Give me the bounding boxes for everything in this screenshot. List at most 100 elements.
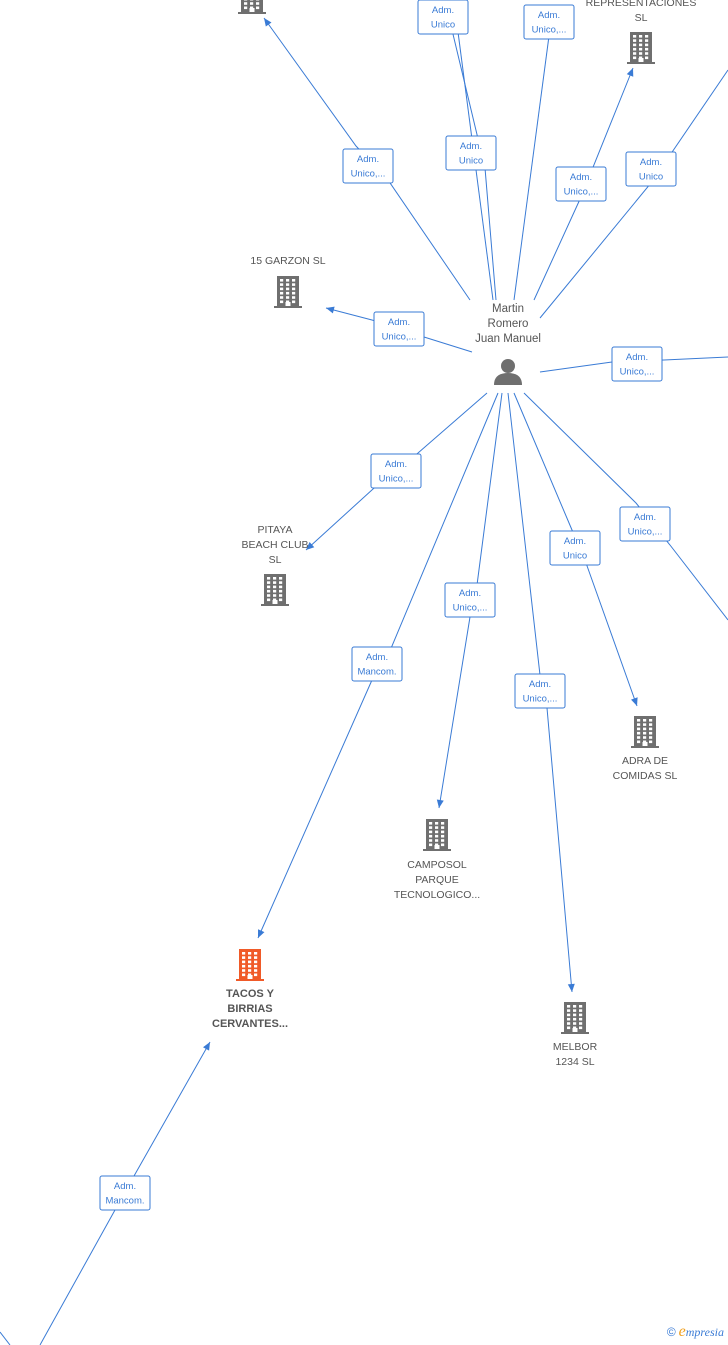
person-name-line: Martin (492, 303, 524, 315)
arrowhead-icon (326, 306, 335, 314)
relation-text: Adm. (460, 141, 482, 152)
relation-label[interactable]: Adm. Unico,... (611, 346, 663, 382)
building-icon (561, 1002, 589, 1034)
company-name-line: SL (635, 12, 648, 24)
relation-label[interactable]: Adm. Unico,... (523, 4, 575, 40)
brand-name: mpresia (685, 1325, 724, 1339)
arrowhead-icon (436, 799, 444, 808)
relation-label[interactable]: Adm. Mancom. (351, 646, 403, 682)
company-name-line: 1234 SL (555, 1056, 594, 1068)
company-node[interactable]: ADRA DE COMIDAS SL (613, 716, 678, 782)
relation-text: Adm. (564, 536, 586, 547)
footer-brand[interactable]: © empresia (667, 1323, 724, 1341)
relation-text: Adm. (388, 317, 410, 328)
relation-text: Unico,... (564, 187, 599, 198)
relation-label[interactable]: Adm. Unico,... (555, 166, 607, 202)
relation-text: Adm. (570, 172, 592, 183)
building-icon (627, 32, 655, 64)
company-name-line: CAMPOSOL (407, 859, 467, 871)
relation-label[interactable]: Adm. Unico (549, 530, 601, 566)
relation-label[interactable]: Adm. Unico (417, 0, 469, 35)
company-name-line: CERVANTES... (212, 1018, 288, 1030)
relation-text: Unico,... (523, 694, 558, 705)
building-icon (238, 0, 266, 14)
company-node[interactable]: PITAYA BEACH CLUB SL (241, 524, 309, 606)
relation-text: Adm. (357, 154, 379, 165)
arrowhead-icon (203, 1042, 210, 1051)
relation-text: Mancom. (357, 667, 396, 678)
relation-text: Unico (431, 20, 455, 31)
company-name-line: SL (269, 554, 282, 566)
relation-text: Unico,... (382, 332, 417, 343)
relation-text: Adm. (626, 352, 648, 363)
company-name-line: BEACH CLUB (241, 539, 308, 551)
company-node[interactable] (238, 0, 266, 14)
relation-text: Unico,... (379, 474, 414, 485)
company-name-line: REPRESENTACIONES (586, 0, 697, 9)
arrowhead-icon (567, 983, 575, 992)
company-node[interactable]: REPRESENTACIONES SL (586, 0, 697, 64)
companies: REPRESENTACIONES SL 15 GARZON SL PITAYA BEAC… (212, 0, 696, 1068)
relation-text: Unico,... (351, 169, 386, 180)
building-icon (261, 574, 289, 606)
company-name-line: COMIDAS SL (613, 770, 678, 782)
arrowhead-icon (264, 18, 272, 27)
building-icon (274, 276, 302, 308)
company-node[interactable]: TACOS Y BIRRIAS CERVANTES... (212, 949, 288, 1030)
relation-label[interactable]: Adm. Unico (445, 135, 497, 171)
relation-text: Unico (563, 551, 587, 562)
building-icon (423, 819, 451, 851)
relation-text: Adm. (538, 10, 560, 21)
relation-label[interactable]: Adm. Unico,... (514, 673, 566, 709)
company-node[interactable]: MELBOR 1234 SL (553, 1002, 598, 1068)
relation-text: Adm. (459, 588, 481, 599)
relation-label[interactable]: Adm. Unico,... (373, 311, 425, 347)
company-name-line: PITAYA (257, 524, 292, 536)
company-name-line: PARQUE (415, 874, 459, 886)
relation-text: Unico (639, 172, 663, 183)
relation-text: Unico,... (532, 25, 567, 36)
person-name-line: Romero (488, 318, 529, 330)
relation-text: Adm. (640, 157, 662, 168)
relation-text: Adm. (385, 459, 407, 470)
relation-text: Adm. (366, 652, 388, 663)
company-node[interactable]: 15 GARZON SL (250, 255, 326, 308)
relation-edge (513, 35, 550, 301)
relation-label[interactable]: Adm. Mancom. (99, 1175, 151, 1211)
company-name-line: 15 GARZON SL (250, 255, 325, 267)
arrowhead-icon (306, 542, 315, 550)
company-name-line: BIRRIAS (227, 1003, 272, 1015)
company-node[interactable]: CAMPOSOL PARQUE TECNOLOGICO... (394, 819, 480, 901)
relation-text: Unico,... (453, 603, 488, 614)
relation-text: Unico,... (628, 527, 663, 538)
relation-text: Adm. (529, 679, 551, 690)
building-icon (631, 716, 659, 748)
company-name-line: TACOS Y (226, 988, 275, 1000)
relation-text: Unico,... (620, 367, 655, 378)
relation-label[interactable]: Adm. Unico,... (619, 506, 671, 542)
person-name-line: Juan Manuel (475, 333, 541, 345)
relation-edge (0, 1331, 11, 1345)
relation-text: Adm. (114, 1181, 136, 1192)
brand-initial: e (678, 1323, 686, 1340)
person-icon (494, 359, 522, 385)
arrowhead-icon (631, 697, 638, 706)
arrowhead-icon (626, 68, 634, 77)
relation-label[interactable]: Adm. Unico,... (370, 453, 422, 489)
company-name-line: TECNOLOGICO... (394, 889, 480, 901)
company-name-line: MELBOR (553, 1041, 598, 1053)
relation-text: Mancom. (105, 1196, 144, 1207)
relation-text: Adm. (432, 5, 454, 16)
building-icon (236, 949, 264, 981)
arrowhead-icon (258, 929, 265, 938)
relation-text: Unico (459, 156, 483, 167)
relation-label[interactable]: Adm. Unico (625, 151, 677, 187)
relation-text: Adm. (634, 512, 656, 523)
company-name-line: ADRA DE (622, 755, 668, 767)
relation-label[interactable]: Adm. Unico,... (342, 148, 394, 184)
relation-labels: Adm.Unico,...Adm.UnicoAdm.UnicoAdm.Unico… (99, 0, 677, 1211)
copyright-symbol: © (666, 1325, 676, 1339)
relation-label[interactable]: Adm. Unico,... (444, 582, 496, 618)
